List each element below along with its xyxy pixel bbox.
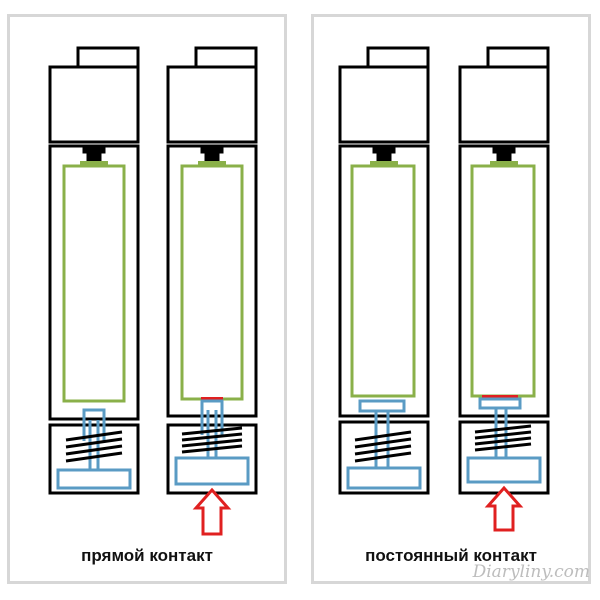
- spring-contact-right-1: [346, 399, 422, 490]
- mod-right-1: [338, 46, 430, 495]
- contact-point-highlight: [482, 395, 518, 399]
- mod-cap-top: [76, 46, 140, 69]
- spring-contact-left-1: [56, 408, 132, 490]
- spring-right-1: [354, 430, 412, 463]
- button-housing: [48, 423, 140, 495]
- battery: [470, 164, 536, 398]
- battery-terminal: [80, 161, 108, 166]
- spring-left-1: [65, 430, 123, 463]
- mod-left-1: [48, 46, 140, 495]
- caption-direct-contact: прямой контакт: [81, 546, 213, 565]
- battery-terminal: [198, 161, 226, 166]
- battery: [350, 164, 416, 398]
- top-contact-base: [86, 150, 102, 162]
- spring-left-2: [181, 426, 243, 454]
- spring-right-2: [474, 424, 532, 452]
- spring-contact-right-2: [466, 397, 542, 484]
- press-arrow-up: [484, 485, 524, 532]
- battery: [180, 164, 244, 401]
- atomizer-block: [48, 65, 140, 144]
- battery-terminal: [370, 161, 398, 166]
- panel-direct-contact: прямой контакт: [7, 14, 287, 584]
- press-arrow-up: [192, 487, 232, 536]
- watermark: Diaryliny.com: [472, 562, 590, 582]
- mod-right-2: [458, 46, 550, 495]
- mod-left-2: [166, 46, 258, 495]
- caption-constant-contact: постоянный контакт: [365, 546, 537, 565]
- battery-terminal: [490, 161, 518, 166]
- contact-point-highlight: [201, 397, 223, 401]
- battery: [62, 164, 126, 403]
